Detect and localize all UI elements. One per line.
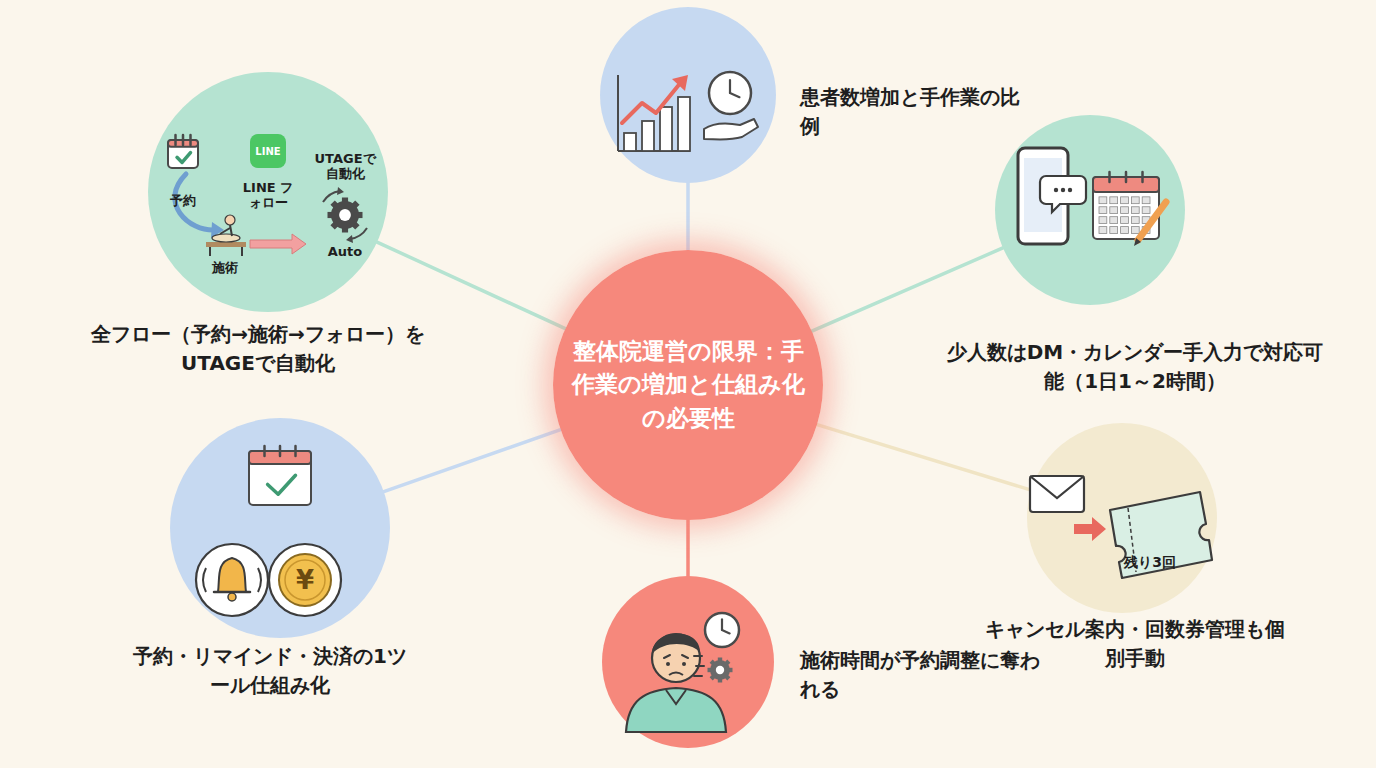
connector-line (377, 242, 565, 329)
icon-label: Auto (328, 245, 362, 260)
icon-label: LINE (255, 146, 280, 158)
topic-title: 整体院運営の限界：手作業の増加と仕組み化の必要性 (570, 335, 806, 435)
illustration (626, 613, 739, 732)
circle-shape (170, 418, 390, 638)
topic-circle: キャンセル案内・回数券管理も個別手動 (1027, 423, 1217, 613)
clock-icon (709, 72, 751, 114)
illustration (196, 446, 341, 616)
circle-shape (1027, 423, 1217, 613)
topic-label: 患者数増加と手作業の比例 (800, 83, 1020, 141)
calendar-icon (168, 135, 198, 168)
connector-line (686, 520, 690, 576)
topic-circle: 患者数増加と手作業の比例 (600, 7, 776, 183)
illustration (1018, 148, 1166, 246)
topic-circle: 施術時間が予約調整に奪われる (602, 576, 774, 748)
icon-label: 予約 (170, 194, 196, 209)
gear-icon (708, 658, 733, 683)
circle-fill (600, 7, 776, 183)
topic-label: 少人数はDM・カレンダー手入力で対応可能（1日1～2時間） (940, 338, 1330, 396)
connector-line (812, 248, 1003, 331)
topic-circle: 予約・リマインド・決済の1ツール仕組み化 (170, 418, 390, 638)
circle-shape (995, 115, 1185, 305)
central-topic-circle: 整体院運営の限界：手作業の増加と仕組み化の必要性 (553, 250, 823, 520)
connector-line (817, 425, 1031, 491)
icon-label: UTAGEで 自動化 (308, 152, 382, 182)
icon-label: 残り3回 (1124, 554, 1176, 570)
circle-shape (602, 576, 774, 748)
topic-label: 予約・リマインド・決済の1ツール仕組み化 (130, 642, 410, 700)
topic-circle: 少人数はDM・カレンダー手入力で対応可能（1日1～2時間） (995, 115, 1185, 305)
circle-shape (600, 7, 776, 183)
circle-fill (995, 115, 1185, 305)
circle-fill (148, 72, 388, 312)
circle-fill (553, 250, 823, 520)
circle-fill (1027, 423, 1217, 613)
connector-line (384, 430, 561, 492)
circle-fill (602, 576, 774, 748)
calendar-icon (249, 446, 311, 505)
gear-icon (328, 198, 363, 233)
topic-label: 施術時間が予約調整に奪われる (800, 646, 1050, 704)
illustration (1030, 476, 1212, 578)
illustration (618, 72, 758, 151)
circle-fill (170, 418, 390, 638)
topic-label: 全フロー（予約→施術→フォロー）をUTAGEで自動化 (68, 320, 448, 378)
icon-label: ¥ (296, 566, 314, 596)
connector-line (686, 183, 690, 250)
icon-label: LINE フォロー (237, 181, 299, 211)
icon-label: 施術 (212, 261, 238, 276)
clock-icon (705, 613, 739, 647)
